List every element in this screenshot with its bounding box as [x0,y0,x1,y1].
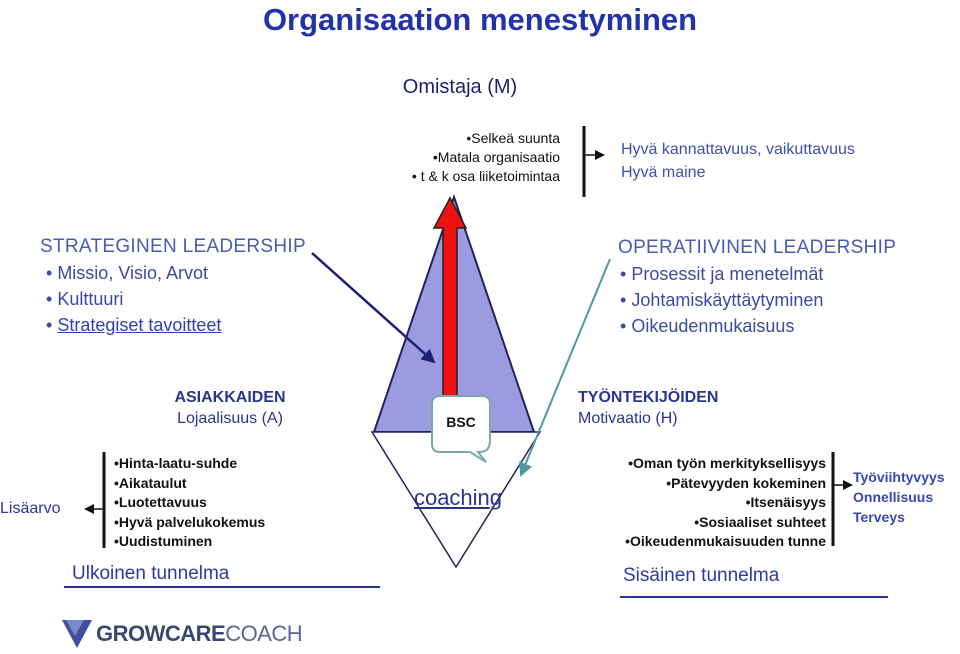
customer-list-item: •Hyvä palvelukokemus [114,513,266,530]
top-list: •Selkeä suunta •Matala organisaatio • t … [360,129,560,186]
customers-block: ASIAKKAIDEN Lojaalisuus (A) [150,387,310,429]
external-tunnel-label: Ulkoinen tunnelma [72,563,230,584]
operative-leadership: OPERATIIVINEN LEADERSHIP • Prosessit ja … [618,237,896,339]
employees-heading: TYÖNTEKIJÖIDEN [578,389,719,406]
employee-list-item: •Pätevyyden kokeminen [666,474,826,491]
customer-list: •Hinta-laatu-suhde •Aikataulut •Luotetta… [114,454,265,552]
customers-sub: Lojaalisuus (A) [177,410,283,427]
logo-mark [62,620,92,648]
results-line: Hyvä maine [621,164,706,181]
customer-list-item: •Hinta-laatu-suhde [114,455,238,471]
page-title: Organisaation menestyminen [262,2,698,37]
wellbeing-item: Onnellisuus [853,489,934,505]
strategic-heading: STRATEGINEN LEADERSHIP [40,236,306,257]
logo-text-light: COACH [225,621,303,646]
strategic-item: • Strategiset tavoitteet [46,315,222,335]
wellbeing-item: Työviihtyvyys [853,469,945,485]
bsc-bubble [431,395,491,463]
top-list-item: • t & k osa liiketoimintaa [411,168,560,184]
strategic-item: • Kulttuuri [46,289,124,309]
customer-list-item: •Aikataulut [114,474,187,491]
operative-item: • Oikeudenmukaisuus [620,316,795,336]
employee-list-item: •Oman työn merkityksellisyys [628,455,826,471]
employees-block: TYÖNTEKIJÖIDEN Motivaatio (H) [578,387,718,429]
operative-arrow [519,258,611,477]
wellbeing-item: Terveys [853,509,905,525]
strategic-item: • Missio, Visio, Arvot [46,263,209,283]
employees-sub: Motivaatio (H) [578,410,678,427]
results-text: Hyvä kannattavuus, vaikuttavuus Hyvä mai… [621,138,855,184]
growcarecoach-logo: GROWCARECOACH [96,621,303,647]
coaching-label: coaching [413,485,503,510]
employee-list-item: •Oikeudenmukaisuuden tunne [625,533,826,549]
customer-list-item: •Luotettavuus [114,494,207,510]
top-list-item: •Selkeä suunta [466,130,560,146]
internal-tunnel-label: Sisäinen tunnelma [623,565,780,586]
strategic-arrow [311,252,436,364]
added-value-label: Lisäarvo [0,500,61,517]
customer-list-item: •Uudistuminen [114,533,213,549]
strategic-leadership: STRATEGINEN LEADERSHIP • Missio, Visio, … [40,236,306,338]
bsc-label: BSC [446,414,476,430]
results-line: Hyvä kannattavuus, vaikuttavuus [621,141,855,158]
wellbeing-list: Työviihtyvyys Onnellisuus Terveys [853,467,945,527]
operative-item: • Prosessit ja menetelmät [620,264,824,284]
employee-list: •Oman työn merkityksellisyys •Pätevyyden… [560,454,826,552]
logo-text-bold: GROWCARE [96,621,226,646]
top-list-item: •Matala organisaatio [432,149,560,165]
owner-label: Omistaja (M) [402,76,518,98]
employee-list-item: •Sosiaaliset suhteet [694,513,826,530]
logo-mark-light [66,620,84,636]
employee-list-item: •Itsenäisyys [745,494,826,510]
operative-item: • Johtamiskäyttäytyminen [620,290,824,310]
customers-heading: ASIAKKAIDEN [174,389,286,406]
operative-heading: OPERATIIVINEN LEADERSHIP [618,237,897,258]
